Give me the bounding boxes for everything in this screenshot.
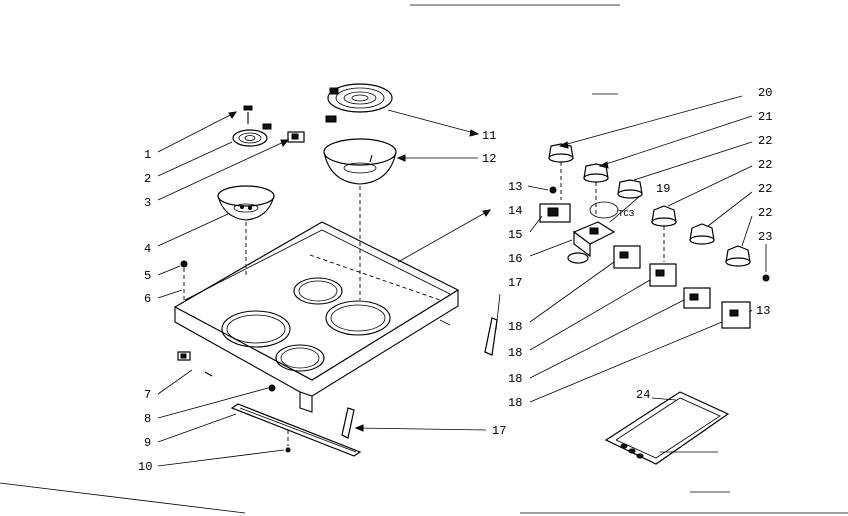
label-part-18-d: 18: [508, 396, 522, 410]
knob-22c: [689, 223, 715, 245]
switch-18a: [613, 245, 641, 269]
label-part-9: 9: [144, 436, 151, 450]
control-panel-glass: [604, 391, 730, 465]
label-part-17-upper: 17: [508, 276, 522, 290]
knob-22b: [651, 205, 677, 262]
switch-18b: [649, 263, 677, 287]
label-part-20: 20: [758, 86, 772, 100]
drip-bowl-small: [217, 185, 275, 276]
leader-arrowheads: [228, 111, 609, 432]
label-part-10: 10: [138, 460, 152, 474]
label-part-21: 21: [758, 110, 772, 124]
label-part-23: 23: [758, 230, 772, 244]
part-number-labels: 1 2 3 4 5 6 7 8 9 10 11 12 14 17 17 20 2…: [138, 86, 772, 474]
knob-21: [583, 163, 609, 216]
label-part-4: 4: [144, 242, 151, 256]
label-part-19: 19: [656, 182, 670, 196]
support-brackets: [341, 317, 498, 439]
label-part-14: 14: [508, 204, 522, 218]
label-part-11: 11: [482, 129, 496, 143]
knob-22d: [725, 245, 751, 267]
element-assembly-small: [232, 105, 305, 147]
page-edge-lines: [0, 4, 848, 514]
label-part-17-lower: 17: [492, 424, 506, 438]
surface-element-large: [325, 83, 393, 123]
label-part-15: 15: [508, 228, 522, 242]
label-part-16: 16: [508, 252, 522, 266]
svg-text:ТСЗ: ТСЗ: [618, 209, 634, 219]
cooktop-panel: [173, 221, 460, 413]
trim-strip: [230, 403, 362, 457]
switch-18d: [721, 301, 751, 329]
label-part-8: 8: [144, 412, 151, 426]
label-part-1: 1: [144, 148, 151, 162]
control-knobs: [548, 143, 751, 267]
label-part-6: 6: [144, 292, 151, 306]
label-part-22-c: 22: [758, 182, 772, 196]
label-part-24: 24: [636, 388, 650, 402]
infinite-switches: ТСЗ: [539, 186, 770, 329]
label-part-22-d: 22: [758, 206, 772, 220]
label-part-18-b: 18: [508, 346, 522, 360]
label-part-18-c: 18: [508, 372, 522, 386]
label-part-22-a: 22: [758, 134, 772, 148]
leader-lines: [157, 95, 767, 467]
fasteners: [177, 260, 291, 453]
switch-16: [567, 201, 619, 264]
label-part-12: 12: [482, 152, 496, 166]
switch-18c: [683, 287, 711, 309]
label-part-22-b: 22: [758, 158, 772, 172]
label-part-3: 3: [144, 196, 151, 210]
label-part-18-a: 18: [508, 320, 522, 334]
label-part-5: 5: [144, 269, 151, 283]
label-part-13-left: 13: [508, 180, 522, 194]
switch-15: [539, 186, 571, 223]
label-part-13-right: 13: [756, 304, 770, 318]
label-part-7: 7: [144, 388, 151, 402]
label-part-2: 2: [144, 172, 151, 186]
knob-22a: [617, 179, 643, 199]
drip-bowl-large: [323, 138, 397, 300]
